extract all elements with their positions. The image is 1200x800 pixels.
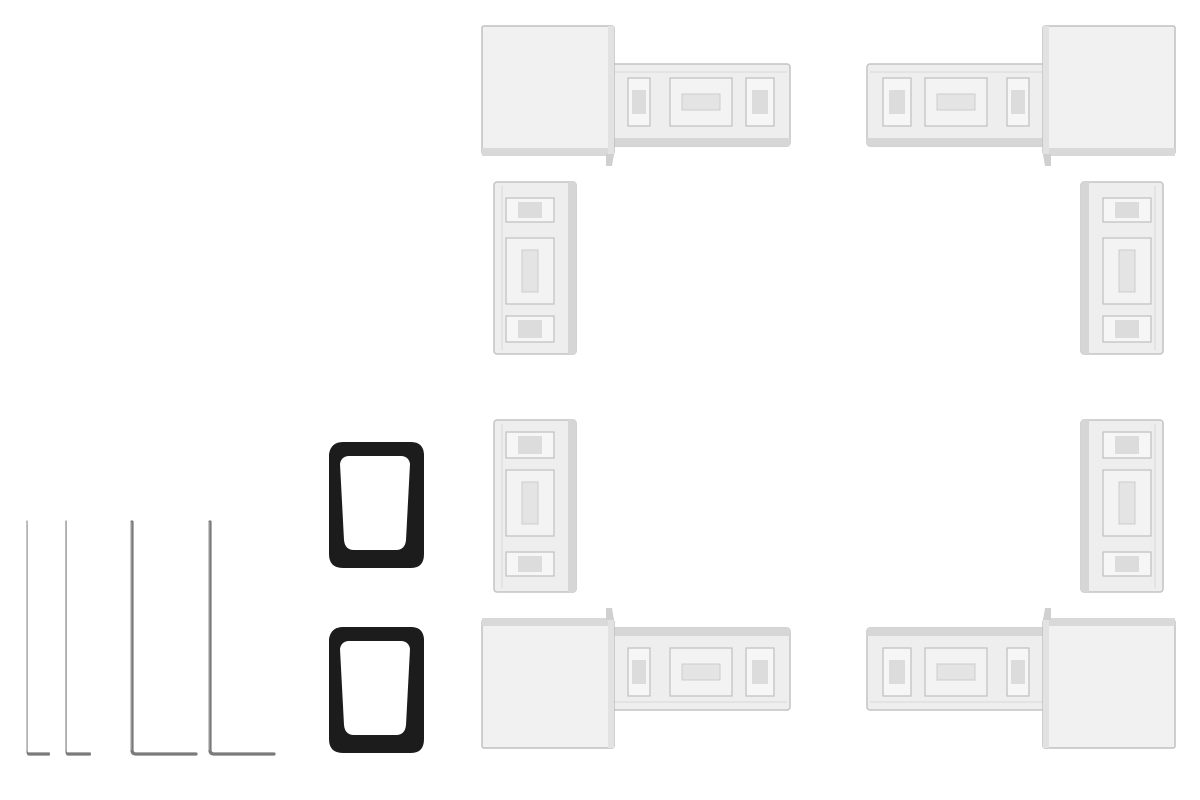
corner-connector-bottom-left — [481, 419, 791, 749]
allen-key-2 — [64, 520, 92, 756]
allen-key-4 — [207, 520, 276, 756]
gasket-upper — [329, 442, 424, 568]
gasket-lower — [329, 627, 424, 753]
corner-connector-top-right — [866, 25, 1176, 355]
corner-connector-top-left — [481, 25, 791, 355]
corner-connector-bottom-right — [866, 419, 1176, 749]
allen-key-3 — [129, 520, 198, 756]
allen-key-1 — [25, 520, 52, 756]
